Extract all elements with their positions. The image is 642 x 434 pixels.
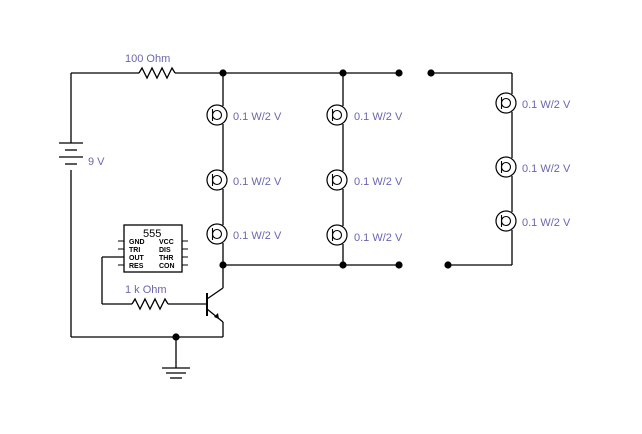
lamp-icon bbox=[206, 104, 228, 126]
resistor-100-ohm-label: 100 Ohm bbox=[125, 53, 170, 65]
wires bbox=[70, 72, 513, 368]
transistor-icon bbox=[206, 287, 224, 323]
lamp-label: 0.1 W/2 V bbox=[522, 217, 571, 229]
ic-pin-right: DIS bbox=[159, 247, 171, 254]
terminal-dot bbox=[395, 261, 403, 269]
lamp-icon bbox=[495, 210, 517, 232]
junction-dot bbox=[172, 333, 180, 341]
junction-dot bbox=[339, 69, 347, 77]
ic-name: 555 bbox=[143, 228, 161, 240]
lamp-labels: 0.1 W/2 V 0.1 W/2 V 0.1 W/2 V 0.1 W/2 V … bbox=[233, 99, 571, 244]
lamp-icon bbox=[206, 223, 228, 245]
ground-icon bbox=[162, 367, 190, 379]
terminal-dot bbox=[444, 261, 452, 269]
resistor-1k-ohm-label: 1 k Ohm bbox=[125, 284, 167, 296]
junction-dot bbox=[219, 69, 227, 77]
lamp-label: 0.1 W/2 V bbox=[233, 111, 282, 123]
junction-dot bbox=[339, 261, 347, 269]
ic-pin-right: VCC bbox=[159, 239, 174, 246]
lamp-label: 0.1 W/2 V bbox=[354, 232, 403, 244]
ic-pin-left: TRI bbox=[129, 247, 140, 254]
battery-label: 9 V bbox=[88, 156, 105, 168]
lamp-label: 0.1 W/2 V bbox=[233, 176, 282, 188]
ic-555: 555 GND TRI OUT RES VCC DIS THR CON bbox=[118, 224, 188, 273]
lamp-icon bbox=[495, 156, 517, 178]
resistor-1k-ohm bbox=[131, 297, 169, 311]
lamp-label: 0.1 W/2 V bbox=[522, 163, 571, 175]
lamps bbox=[206, 92, 517, 246]
lamp-icon bbox=[206, 169, 228, 191]
ic-pin-left: GND bbox=[129, 239, 145, 246]
terminal-dot bbox=[395, 69, 403, 77]
lamp-label: 0.1 W/2 V bbox=[522, 99, 571, 111]
lamp-icon bbox=[326, 104, 348, 126]
lamp-icon bbox=[326, 169, 348, 191]
junction-dot bbox=[219, 261, 227, 269]
ic-pin-left: RES bbox=[129, 263, 144, 270]
lamp-label: 0.1 W/2 V bbox=[233, 230, 282, 242]
lamp-icon bbox=[326, 224, 348, 246]
ic-pin-right: CON bbox=[159, 263, 175, 270]
lamp-label: 0.1 W/2 V bbox=[354, 176, 403, 188]
terminal-dot bbox=[427, 69, 435, 77]
battery-icon bbox=[59, 142, 83, 165]
lamp-label: 0.1 W/2 V bbox=[354, 111, 403, 123]
lamp-icon bbox=[495, 92, 517, 114]
ic-pin-left: OUT bbox=[129, 255, 145, 262]
junctions bbox=[172, 69, 452, 341]
ic-pin-right: THR bbox=[159, 255, 173, 262]
resistor-100-ohm bbox=[138, 66, 176, 80]
